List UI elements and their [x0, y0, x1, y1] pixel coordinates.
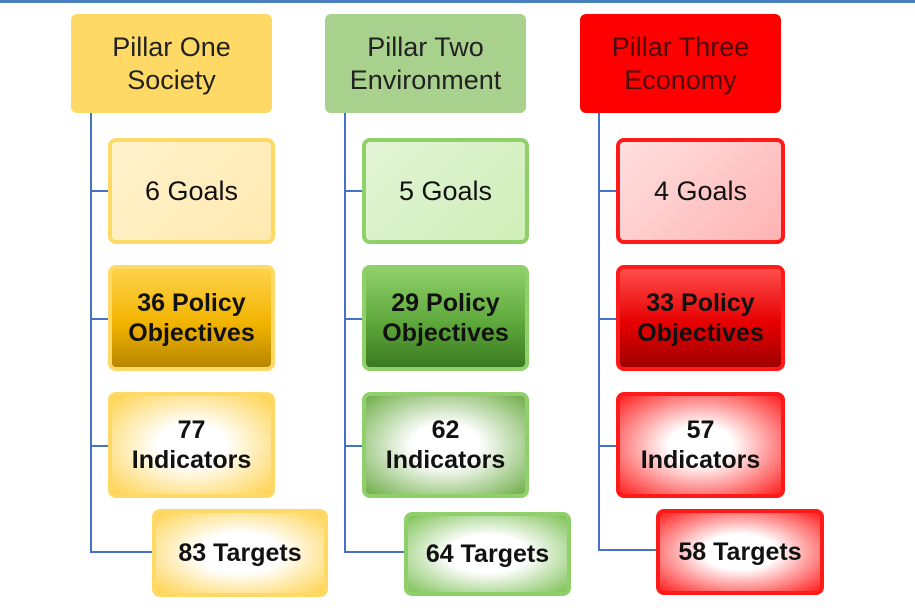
pillar1-title: Pillar One — [112, 31, 231, 62]
pillar2-indicators-box: 62 Indicators — [362, 392, 529, 498]
pillar3-targets-box: 58 Targets — [656, 509, 824, 595]
pillar1-goals-label: 6 Goals — [144, 175, 239, 206]
pillar1-branch-objectives — [90, 318, 108, 320]
pillar2-branch-indicators — [344, 445, 362, 447]
pillar2-objectives-count: 29 Policy — [391, 288, 500, 317]
pillar1-objectives-box: 36 Policy Objectives — [108, 265, 275, 371]
pillar1-indicators-label: Indicators — [131, 446, 252, 474]
pillar3-subtitle: Economy — [624, 64, 737, 95]
pillar2-indicators-label: Indicators — [385, 446, 506, 474]
pillar1-objectives-count: 36 Policy — [137, 288, 246, 317]
pillar1-branch-goals — [90, 190, 108, 192]
pillar2-targets-label: 64 Targets — [425, 539, 550, 568]
pillar3-branch-targets — [598, 549, 656, 551]
pillar1-trunk-line — [90, 113, 92, 552]
pillar3-targets-label: 58 Targets — [678, 537, 802, 566]
pillar2-branch-targets — [344, 551, 404, 553]
pillar3-header: Pillar Three Economy — [580, 14, 781, 113]
pillar3-branch-objectives — [598, 318, 616, 320]
pillar3-trunk-line — [598, 113, 600, 550]
pillar3-branch-goals — [598, 190, 616, 192]
pillar1-header: Pillar One Society — [71, 14, 272, 113]
pillar2-trunk-line — [344, 113, 346, 552]
pillar1-indicators-count: 77 — [177, 415, 206, 444]
pillar1-targets-label: 83 Targets — [178, 538, 302, 567]
pillar1-subtitle: Society — [127, 64, 216, 95]
pillar3-branch-indicators — [598, 445, 616, 447]
pillar3-indicators-label: Indicators — [640, 446, 761, 474]
pillar3-indicators-count: 57 — [686, 415, 715, 444]
pillar3-objectives-box: 33 Policy Objectives — [616, 265, 785, 371]
pillar2-goals-box: 5 Goals — [362, 138, 529, 244]
pillar2-indicators-count: 62 — [431, 415, 460, 444]
pillar2-goals-label: 5 Goals — [398, 175, 493, 206]
pillar3-goals-label: 4 Goals — [653, 175, 748, 206]
pillar2-branch-objectives — [344, 318, 362, 320]
pillar3-objectives-label: Objectives — [637, 319, 764, 347]
pillar2-targets-box: 64 Targets — [404, 512, 571, 596]
pillar2-header: Pillar Two Environment — [325, 14, 526, 113]
pillar1-indicators-box: 77 Indicators — [108, 392, 275, 498]
pillar2-objectives-box: 29 Policy Objectives — [362, 265, 529, 371]
pillar1-objectives-label: Objectives — [128, 319, 255, 347]
pillar2-objectives-label: Objectives — [382, 319, 509, 347]
pillar1-goals-box: 6 Goals — [108, 138, 275, 244]
pillar3-goals-box: 4 Goals — [616, 138, 785, 244]
pillar1-branch-targets — [90, 551, 152, 553]
pillar3-title: Pillar Three — [611, 31, 750, 62]
pillar3-indicators-box: 57 Indicators — [616, 392, 785, 498]
pillar1-branch-indicators — [90, 445, 108, 447]
pillar2-subtitle: Environment — [349, 64, 502, 95]
top-rule — [0, 0, 915, 3]
pillar2-title: Pillar Two — [367, 31, 484, 62]
pillar1-targets-box: 83 Targets — [152, 509, 328, 597]
pillar2-branch-goals — [344, 190, 362, 192]
pillar3-objectives-count: 33 Policy — [646, 288, 755, 317]
